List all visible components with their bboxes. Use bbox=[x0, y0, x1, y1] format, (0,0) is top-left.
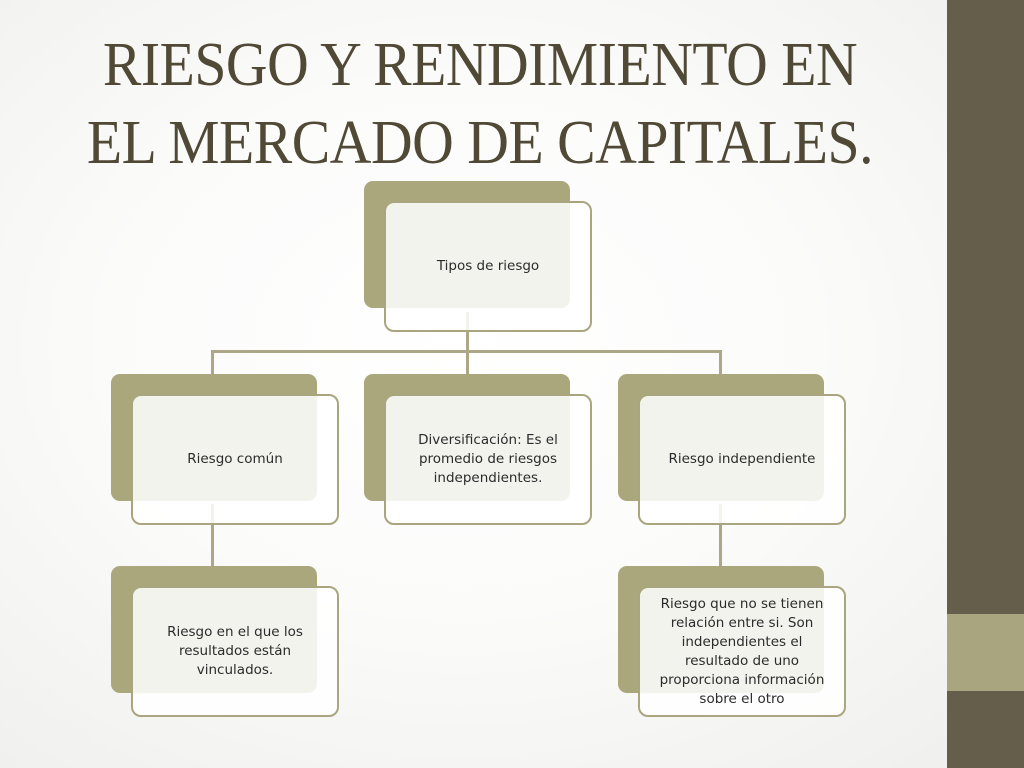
slide-title: RIESGO Y RENDIMIENTO EN EL MERCADO DE CA… bbox=[71, 26, 889, 182]
node-riesgo-independiente: Riesgo independiente bbox=[618, 374, 846, 525]
node-riesgo-comun-detail-box: Riesgo en el que los resultados están vi… bbox=[131, 586, 339, 717]
node-riesgo-comun-detail-label: Riesgo en el que los resultados están vi… bbox=[167, 624, 303, 678]
node-diversificacion-box: Diversificación: Es el promedio de riesg… bbox=[384, 394, 592, 525]
node-root: Tipos de riesgo bbox=[364, 181, 592, 332]
node-diversificacion-label: Diversificación: Es el promedio de riesg… bbox=[418, 432, 558, 486]
node-riesgo-independiente-detail: Riesgo que no se tienen relación entre s… bbox=[618, 566, 846, 717]
node-riesgo-independiente-box: Riesgo independiente bbox=[638, 394, 846, 525]
node-riesgo-independiente-label: Riesgo independiente bbox=[668, 451, 816, 467]
node-riesgo-comun-detail: Riesgo en el que los resultados están vi… bbox=[111, 566, 339, 717]
node-diversificacion: Diversificación: Es el promedio de riesg… bbox=[364, 374, 592, 525]
connector-left-down bbox=[211, 350, 214, 374]
connector-root-down bbox=[466, 312, 469, 352]
title-line-1: RIESGO Y RENDIMIENTO EN bbox=[102, 31, 858, 99]
node-riesgo-comun: Riesgo común bbox=[111, 374, 339, 525]
node-root-box: Tipos de riesgo bbox=[384, 201, 592, 332]
connector-right-down bbox=[719, 350, 722, 374]
connector-left-child bbox=[211, 504, 214, 566]
node-riesgo-independiente-detail-box: Riesgo que no se tienen relación entre s… bbox=[638, 586, 846, 717]
connector-center-down bbox=[466, 350, 469, 374]
title-line-2: EL MERCADO DE CAPITALES. bbox=[86, 109, 874, 177]
node-root-label: Tipos de riesgo bbox=[436, 258, 540, 274]
node-riesgo-comun-box: Riesgo común bbox=[131, 394, 339, 525]
node-riesgo-comun-label: Riesgo común bbox=[187, 451, 283, 467]
connector-right-child bbox=[719, 504, 722, 566]
node-riesgo-independiente-detail-label: Riesgo que no se tienen relación entre s… bbox=[659, 595, 825, 707]
side-accent-block bbox=[947, 614, 1024, 691]
